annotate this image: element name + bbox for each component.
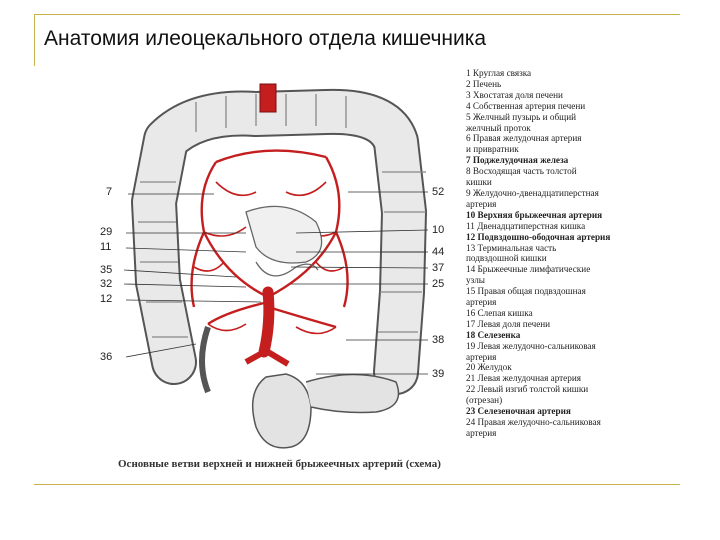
- legend-item: 5 Желчный пузырь и общий: [466, 111, 577, 122]
- callout-label: 52: [432, 186, 445, 198]
- legend-item: желчный проток: [466, 122, 531, 133]
- legend-item: артерия: [466, 198, 497, 209]
- callout-label: 38: [432, 334, 445, 346]
- legend-item: 19 Левая желудочно-сальниковая: [466, 340, 596, 351]
- legend-item: 14 Брыжеечные лимфатические: [466, 264, 591, 275]
- callout-label: 39: [432, 368, 445, 380]
- legend-item: подвздошной кишки: [466, 253, 547, 264]
- legend-item: 22 Левый изгиб толстой кишки: [466, 384, 589, 395]
- legend-item: 1 Круглая связка: [466, 68, 532, 78]
- callout-label: 36: [100, 351, 113, 363]
- legend-item: 21 Левая желудочная артерия: [466, 373, 581, 384]
- legend-item: артерия: [466, 427, 497, 438]
- callout-label: 25: [432, 278, 445, 290]
- legend-item: 18 Селезенка: [466, 329, 521, 340]
- callout-label: 32: [100, 278, 113, 290]
- legend-item: 9 Желудочно-двенадцатиперстная: [466, 187, 599, 198]
- legend-item: 3 Хвостатая доля печени: [466, 89, 563, 100]
- legend-item: 13 Терминальная часть: [466, 242, 557, 253]
- figure-caption: Основные ветви верхней и нижней брыжеечн…: [118, 458, 441, 470]
- callout-label: 11: [100, 241, 112, 253]
- callout-label: 44: [432, 246, 445, 258]
- legend-item: 8 Восходящая часть толстой: [466, 166, 577, 177]
- legend-item: 2 Печень: [466, 78, 502, 89]
- legend-item: 23 Селезеночная артерия: [466, 406, 571, 417]
- slide-title: Анатомия илеоцекального отдела кишечника: [44, 27, 487, 50]
- legend-item: 17 Левая доля печени: [466, 318, 551, 329]
- legend-item: артерия: [466, 351, 497, 362]
- callout-label: 37: [432, 262, 445, 274]
- legend-item: 15 Правая общая подвздошная: [466, 286, 586, 297]
- legend-item: 16 Слепая кишка: [466, 307, 533, 318]
- slide-frame-left: [34, 14, 35, 66]
- duodenum-pancreas: [245, 205, 323, 277]
- legend-item: узлы: [466, 275, 485, 286]
- intestine-illustration: [123, 83, 429, 449]
- legend-item: артерия: [466, 297, 497, 308]
- callout-label: 35: [100, 264, 113, 276]
- legend-item: 7 Поджелудочная железа: [466, 155, 569, 166]
- legend-item: 20 Желудок: [466, 362, 512, 373]
- callout-label: 12: [100, 293, 113, 305]
- legend-item: 4 Собственная артерия печени: [466, 100, 586, 111]
- slide-frame-bottom: [34, 484, 680, 485]
- legend-item: 6 Правая желудочная артерия: [466, 133, 582, 144]
- callout-label: 10: [432, 224, 445, 236]
- legend-item: кишки: [466, 177, 492, 188]
- legend-item: 11 Двенадцатиперстная кишка: [466, 220, 586, 231]
- legend-item: 10 Верхняя брыжеечная артерия: [466, 209, 603, 220]
- legend-item: и привратник: [466, 144, 519, 155]
- slide-frame-top: [34, 14, 680, 15]
- callout-label: 7: [106, 186, 113, 198]
- legend-item: 12 Подвздошно-ободочная артерия: [466, 231, 611, 242]
- arterial-tree: [190, 83, 349, 367]
- callout-label: 29: [100, 226, 113, 238]
- leader-lines: [123, 191, 429, 375]
- legend-item: 24 Правая желудочно-сальниковая: [466, 417, 601, 427]
- legend-item: (отрезан): [466, 395, 503, 406]
- cecum-and-rectum: [199, 326, 400, 449]
- colon-frame: [131, 88, 427, 395]
